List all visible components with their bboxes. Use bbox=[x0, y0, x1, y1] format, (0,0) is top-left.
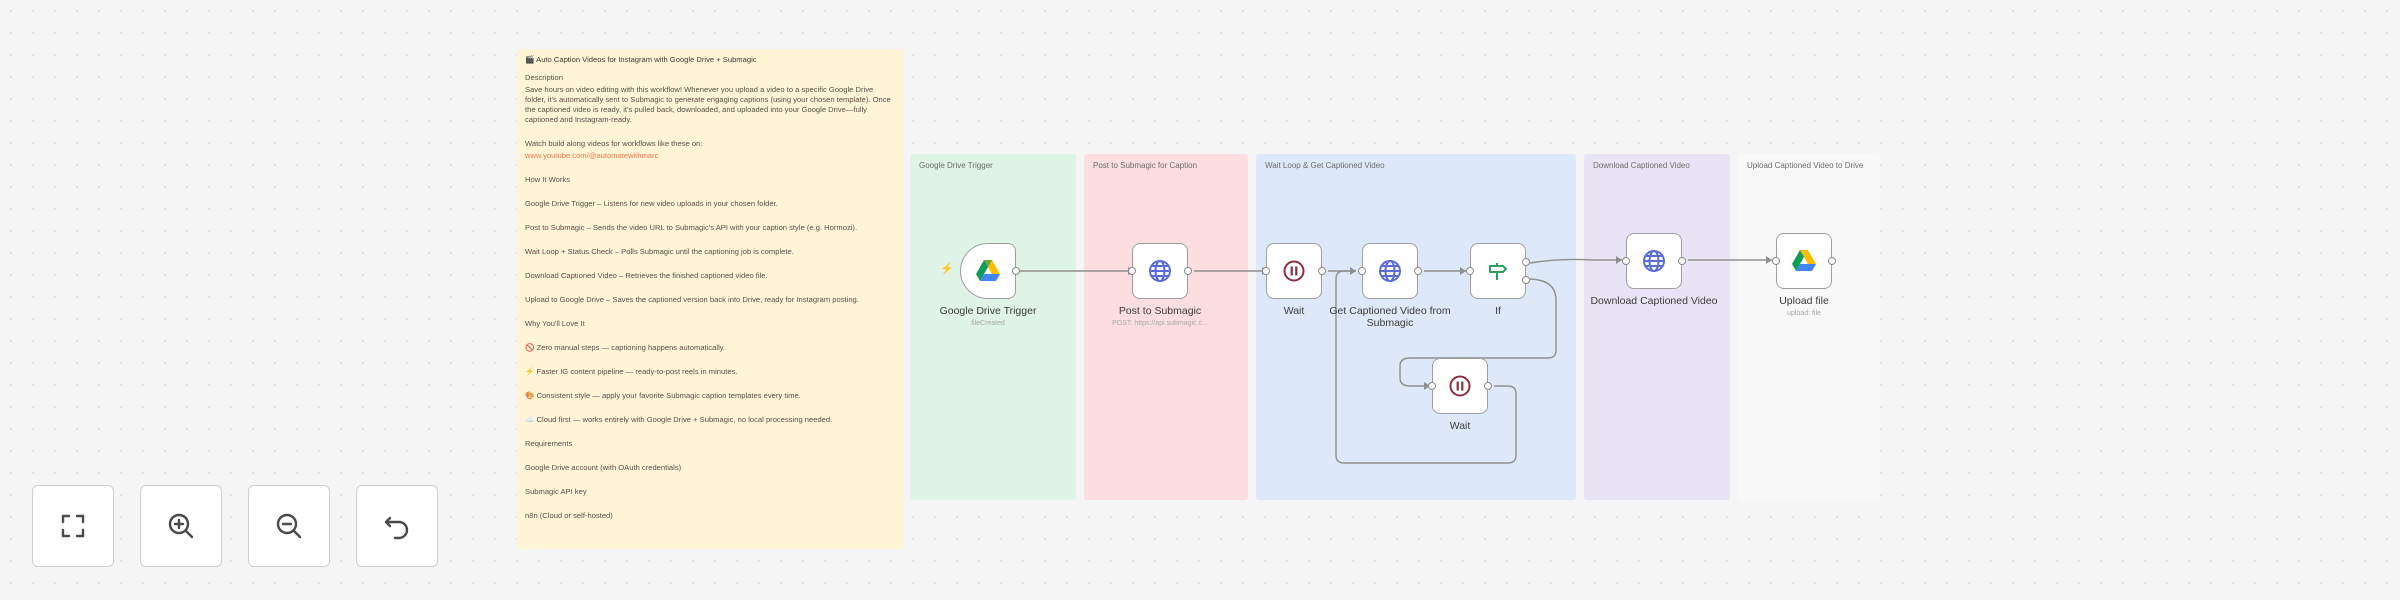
input-port[interactable] bbox=[1622, 257, 1630, 265]
group-label: Wait Loop & Get Captioned Video bbox=[1265, 161, 1385, 170]
output-port[interactable] bbox=[1828, 257, 1836, 265]
note-step: Download Captioned Video – Retrieves the… bbox=[525, 271, 768, 280]
node-label: Wait bbox=[1283, 305, 1305, 317]
globe-icon bbox=[1149, 260, 1171, 282]
google-drive-icon bbox=[976, 260, 1000, 281]
input-port[interactable] bbox=[1428, 382, 1436, 390]
output-port[interactable] bbox=[1184, 267, 1192, 275]
note-description: Save hours on video editing with this wo… bbox=[525, 85, 891, 124]
note-benefit: 🚫 Zero manual steps — captioning happens… bbox=[525, 343, 726, 352]
node-subtitle: fileCreated bbox=[971, 320, 1005, 327]
output-port-true[interactable] bbox=[1522, 258, 1530, 266]
group-label: Upload Captioned Video to Drive bbox=[1747, 161, 1864, 170]
output-port[interactable] bbox=[1678, 257, 1686, 265]
note-why-heading: Why You'll Love It bbox=[525, 319, 585, 328]
output-port-false[interactable] bbox=[1522, 276, 1530, 284]
node-label: Upload file bbox=[1779, 295, 1829, 307]
node-label: Wait bbox=[1449, 420, 1471, 432]
note-requirements-heading: Requirements bbox=[525, 439, 573, 448]
connection-if-false-to-wait bbox=[1399, 278, 1557, 387]
node-subtitle: upload: file bbox=[1787, 310, 1821, 317]
input-port[interactable] bbox=[1358, 267, 1366, 275]
node-get-captioned-video[interactable] bbox=[1358, 243, 1422, 299]
group-download-captioned-video[interactable]: Download Captioned Video bbox=[1584, 154, 1730, 500]
note-step: Post to Submagic – Sends the video URL t… bbox=[525, 223, 858, 232]
note-step: Google Drive Trigger – Listens for new v… bbox=[525, 199, 778, 208]
undo-icon bbox=[384, 516, 409, 540]
note-description-heading: Description bbox=[525, 73, 563, 82]
output-port[interactable] bbox=[1012, 267, 1020, 275]
node-upload-file[interactable] bbox=[1772, 233, 1836, 289]
output-port[interactable] bbox=[1414, 267, 1422, 275]
node-label: Google Drive Trigger bbox=[939, 305, 1037, 317]
note-step: Wait Loop + Status Check – Polls Submagi… bbox=[525, 247, 794, 256]
group-label: Google Drive Trigger bbox=[919, 161, 993, 170]
input-port[interactable] bbox=[1262, 267, 1270, 275]
node-wait-retry[interactable] bbox=[1428, 358, 1492, 414]
connection-if-true-to-download bbox=[1529, 258, 1622, 264]
node-google-drive-trigger[interactable] bbox=[960, 243, 1020, 299]
google-drive-icon bbox=[1792, 250, 1816, 271]
zoom-in-icon bbox=[168, 513, 194, 539]
group-upload-to-drive[interactable]: Upload Captioned Video to Drive bbox=[1738, 154, 1880, 500]
note-requirement: Google Drive account (with OAuth credent… bbox=[525, 463, 682, 472]
group-google-drive-trigger[interactable]: Google Drive Trigger bbox=[910, 154, 1076, 500]
node-wait[interactable] bbox=[1262, 243, 1326, 299]
zoom-out-button[interactable] bbox=[248, 485, 330, 567]
pause-icon bbox=[1283, 260, 1305, 282]
node-subtitle: POST: https://api.submagic.c... bbox=[1112, 320, 1208, 327]
output-port[interactable] bbox=[1484, 382, 1492, 390]
trigger-bolt-icon: ⚡ bbox=[940, 263, 954, 275]
note-benefit: ☁️ Cloud first — works entirely with Goo… bbox=[525, 415, 833, 424]
globe-icon bbox=[1379, 260, 1401, 282]
node-label: Post to Submagic bbox=[1118, 305, 1202, 317]
group-post-to-submagic[interactable]: Post to Submagic for Caption bbox=[1084, 154, 1248, 500]
zoom-out-icon bbox=[276, 513, 302, 539]
group-label: Post to Submagic for Caption bbox=[1093, 161, 1198, 170]
note-requirement: n8n (Cloud or self-hosted) bbox=[525, 511, 613, 520]
globe-icon bbox=[1643, 250, 1665, 272]
node-label: Get Captioned Video from Submagic bbox=[1329, 305, 1451, 329]
node-label: If bbox=[1495, 305, 1501, 317]
output-port[interactable] bbox=[1318, 267, 1326, 275]
node-if[interactable] bbox=[1466, 243, 1530, 299]
group-label: Download Captioned Video bbox=[1593, 161, 1690, 170]
note-title: 🎬 Auto Caption Videos for Instagram with… bbox=[525, 55, 757, 64]
group-wait-loop[interactable]: Wait Loop & Get Captioned Video bbox=[1256, 154, 1576, 500]
note-youtube-link[interactable]: www.youtube.com/@automatewithmarc bbox=[525, 151, 659, 160]
pause-icon bbox=[1449, 375, 1471, 397]
input-port[interactable] bbox=[1128, 267, 1136, 275]
fit-view-button[interactable] bbox=[32, 485, 114, 567]
node-label: Download Captioned Video bbox=[1590, 295, 1718, 307]
note-watch-text: Watch build along videos for workflows l… bbox=[525, 139, 703, 148]
note-benefit: 🎨 Consistent style — apply your favorite… bbox=[525, 391, 801, 400]
node-download-captioned-video[interactable] bbox=[1622, 233, 1686, 289]
reset-zoom-button[interactable] bbox=[356, 485, 438, 567]
note-requirement: Submagic API key bbox=[525, 487, 587, 496]
note-how-heading: How It Works bbox=[525, 175, 571, 184]
fullscreen-icon bbox=[61, 514, 85, 538]
zoom-in-button[interactable] bbox=[140, 485, 222, 567]
signpost-icon bbox=[1489, 263, 1507, 280]
input-port[interactable] bbox=[1772, 257, 1780, 265]
note-benefit: ⚡ Faster IG content pipeline — ready-to-… bbox=[525, 367, 738, 376]
note-step: Upload to Google Drive – Saves the capti… bbox=[525, 295, 859, 304]
input-port[interactable] bbox=[1466, 267, 1474, 275]
connection-wait-loop-back bbox=[1335, 270, 1517, 464]
description-sticky-note[interactable]: 🎬 Auto Caption Videos for Instagram with… bbox=[517, 49, 903, 549]
node-post-to-submagic[interactable] bbox=[1128, 243, 1192, 299]
